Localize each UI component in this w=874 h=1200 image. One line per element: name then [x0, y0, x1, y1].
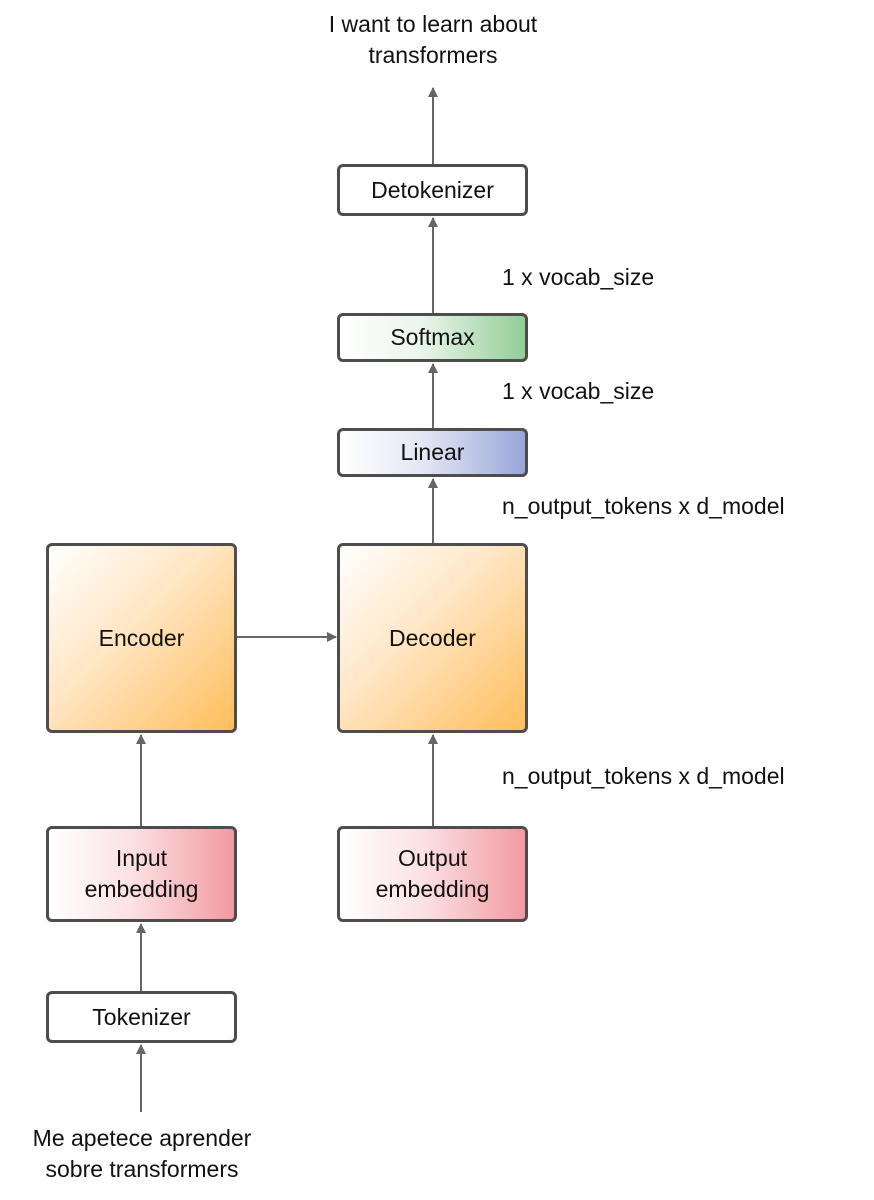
softmax-input-dimension-label: 1 x vocab_size: [502, 378, 655, 404]
output-embedding-label: Output embedding: [376, 843, 490, 905]
detokenizer-input-dimension-label: 1 x vocab_size: [502, 264, 655, 290]
decoder-label: Decoder: [389, 624, 476, 651]
tokenizer-label: Tokenizer: [92, 1003, 191, 1030]
input-sentence-line-2: sobre transformers: [45, 1156, 239, 1182]
linear-input-dimension-label: n_output_tokens x d_model: [502, 493, 785, 519]
input-embedding-label: Input embedding: [85, 843, 199, 905]
encoder-node: Encoder: [46, 543, 237, 733]
decoder-input-dimension-label: n_output_tokens x d_model: [502, 763, 785, 789]
output-sentence-line-2: transformers: [368, 42, 498, 68]
softmax-label: Softmax: [390, 324, 475, 350]
input-embedding-label-line-1: Input: [115, 845, 168, 871]
output-embedding-node: Output embedding: [337, 826, 528, 922]
linear-label: Linear: [400, 439, 465, 465]
input-sentence-line-1: Me apetece aprender: [32, 1125, 252, 1151]
input-embedding-label-line-2: embedding: [84, 876, 199, 902]
detokenizer-label: Detokenizer: [371, 176, 494, 203]
softmax-node: Softmax: [337, 313, 528, 362]
encoder-label: Encoder: [98, 624, 185, 651]
linear-node: Linear: [337, 428, 528, 477]
input-sentence: Me apetece aprender sobre transformers: [0, 1123, 284, 1185]
tokenizer-node: Tokenizer: [46, 991, 237, 1043]
output-sentence: I want to learn about transformers: [287, 9, 579, 71]
detokenizer-node: Detokenizer: [337, 164, 528, 216]
output-sentence-line-1: I want to learn about: [328, 11, 538, 37]
decoder-node: Decoder: [337, 543, 528, 733]
output-embedding-label-line-1: Output: [397, 845, 468, 871]
output-embedding-label-line-2: embedding: [375, 876, 490, 902]
input-embedding-node: Input embedding: [46, 826, 237, 922]
